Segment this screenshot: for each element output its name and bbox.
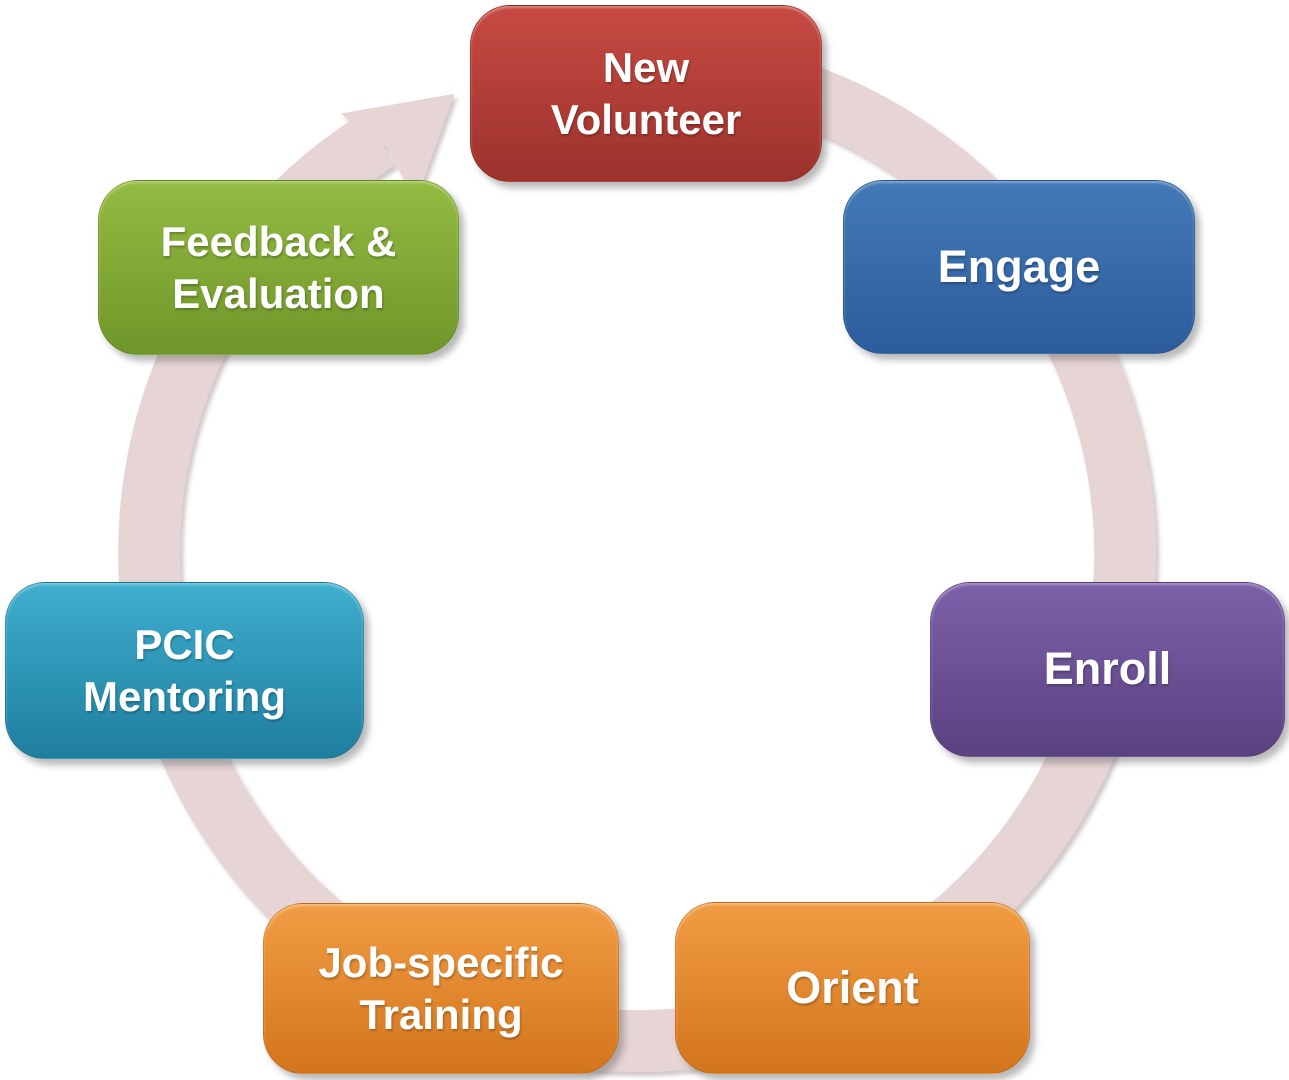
node-pcic-mentoring-label: PCIC Mentoring (83, 621, 286, 720)
node-engage: Engage (843, 180, 1195, 354)
node-feedback-evaluation: Feedback & Evaluation (98, 180, 459, 355)
node-job-specific-training-label: Job-specific Training (318, 939, 564, 1038)
node-orient-label: Orient (786, 961, 919, 1013)
node-new-volunteer-label: New Volunteer (550, 44, 742, 143)
node-feedback-evaluation-label: Feedback & Evaluation (160, 218, 397, 317)
node-engage-label: Engage (937, 240, 1101, 292)
node-job-specific-training: Job-specific Training (263, 903, 619, 1074)
node-enroll-label: Enroll (1043, 643, 1172, 695)
node-enroll: Enroll (930, 582, 1285, 757)
cycle-arrowhead-icon (340, 93, 455, 203)
node-pcic-mentoring: PCIC Mentoring (5, 582, 364, 759)
node-new-volunteer: New Volunteer (470, 5, 822, 182)
node-orient: Orient (675, 902, 1030, 1074)
